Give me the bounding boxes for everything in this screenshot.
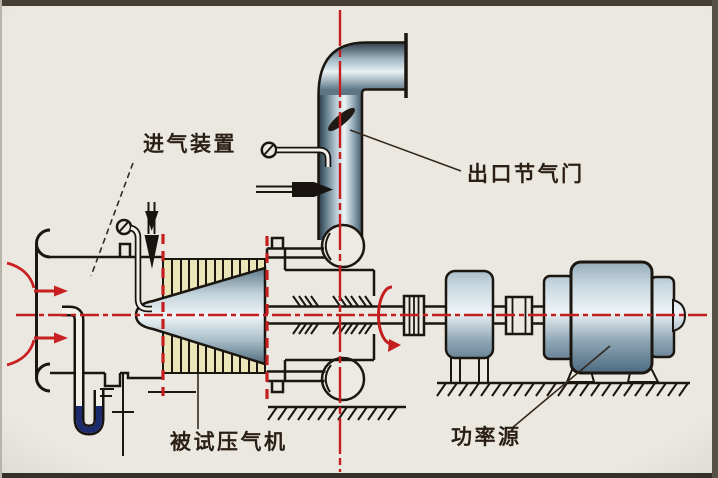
leader-throttle <box>349 129 462 172</box>
ground-hatch-motor <box>436 381 690 397</box>
pipe-pressure-probe <box>260 141 332 167</box>
manometer-fluid <box>76 406 102 434</box>
leader-power <box>511 345 611 429</box>
leader-lines <box>90 129 611 429</box>
stator-band <box>162 258 266 374</box>
label-intake-device: 进气装置 <box>143 132 237 156</box>
ground-hatch-volute <box>267 405 406 421</box>
intake-pressure-probe <box>115 218 152 313</box>
centerlines <box>16 10 707 472</box>
label-power-source: 功率源 <box>451 425 522 449</box>
leader-intake <box>90 162 134 277</box>
inlet-flow-arrows <box>6 261 68 367</box>
manometer-scale <box>112 374 134 456</box>
intake-temperature-probe <box>144 202 159 269</box>
label-outlet-throttle-valve: 出口节气门 <box>467 162 585 186</box>
label-compressor-under-test: 被试压气机 <box>170 430 288 454</box>
intake-bellmouth <box>35 228 196 393</box>
u-tube-manometer <box>62 305 134 456</box>
pipe-temperature-sensor <box>256 182 333 197</box>
motor <box>542 260 687 383</box>
bearing-housing <box>283 249 376 381</box>
